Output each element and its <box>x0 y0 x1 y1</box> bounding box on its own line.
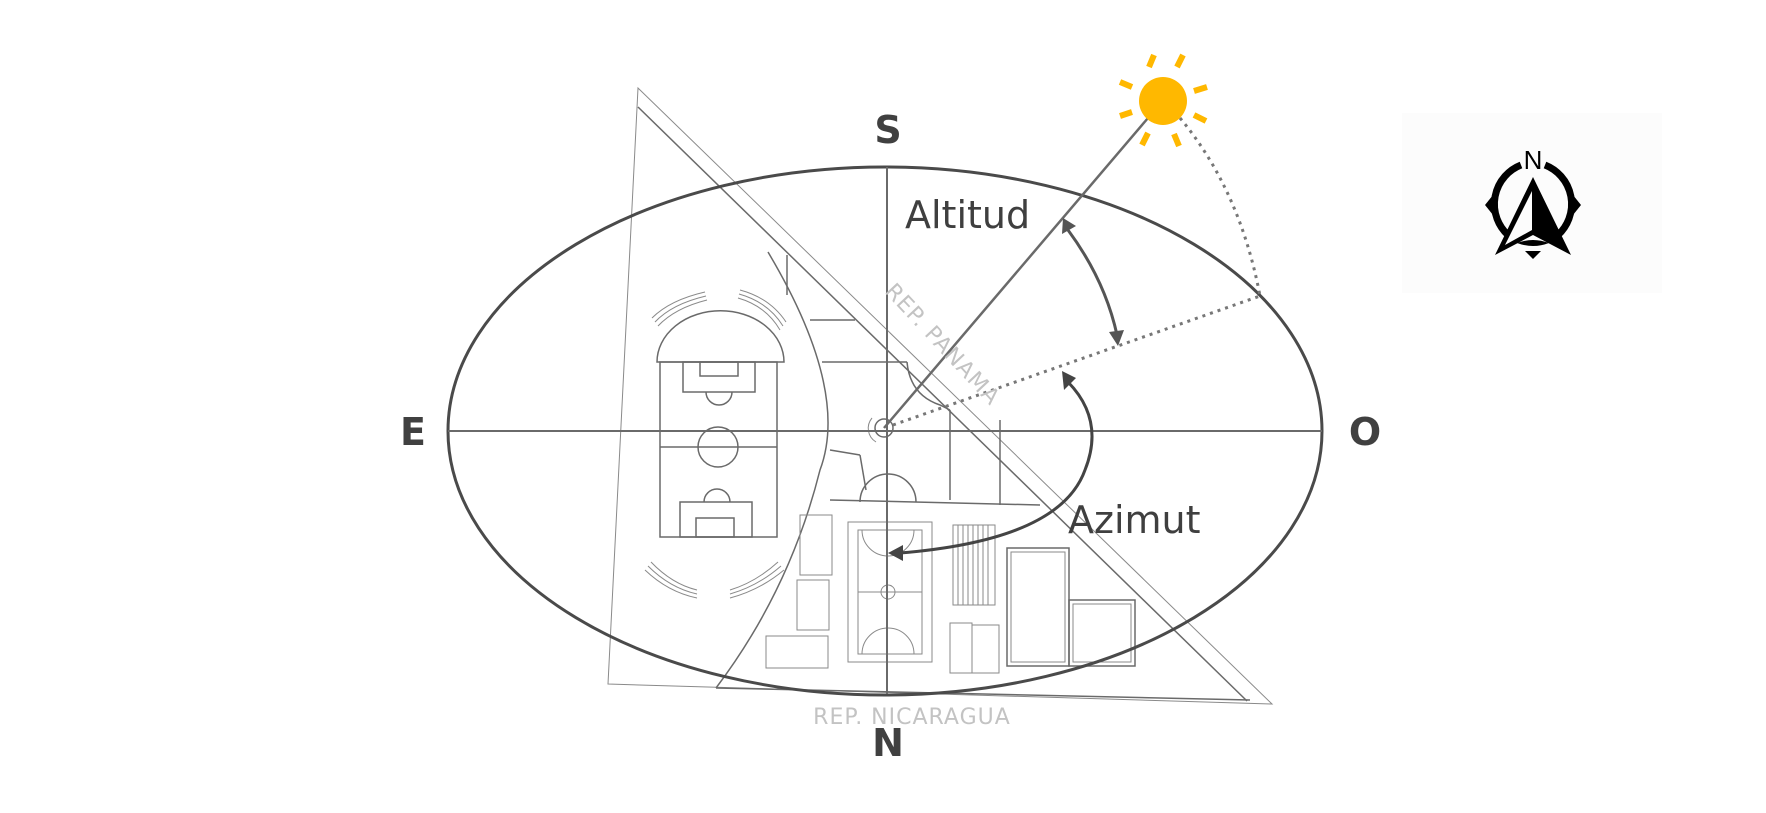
sun-icon <box>1118 53 1208 148</box>
altitude-projection <box>1178 117 1262 297</box>
altitude-label: Altitud <box>905 193 1030 237</box>
north-label: N <box>872 721 904 765</box>
compass-north-label: N <box>1524 145 1543 175</box>
panama-border-label: REP. PANAMA <box>880 279 1005 410</box>
azimuth-projection <box>892 294 1261 427</box>
east-label: E <box>400 410 426 454</box>
pool <box>1006 547 1136 667</box>
south-label: S <box>874 108 901 152</box>
west-label: O <box>1349 410 1381 454</box>
altitude-arrow <box>1062 218 1124 346</box>
azimuth-label: Azimut <box>1068 498 1201 542</box>
basketball-court <box>847 521 933 663</box>
site-plan <box>607 86 1274 705</box>
football-field <box>644 289 787 599</box>
stands <box>765 514 1000 674</box>
azimuth-arrow <box>888 371 1094 561</box>
north-compass-icon: N <box>1485 145 1581 259</box>
nicaragua-border-label: REP. NICARAGUA <box>813 705 1011 730</box>
sun-ray <box>883 117 1149 429</box>
